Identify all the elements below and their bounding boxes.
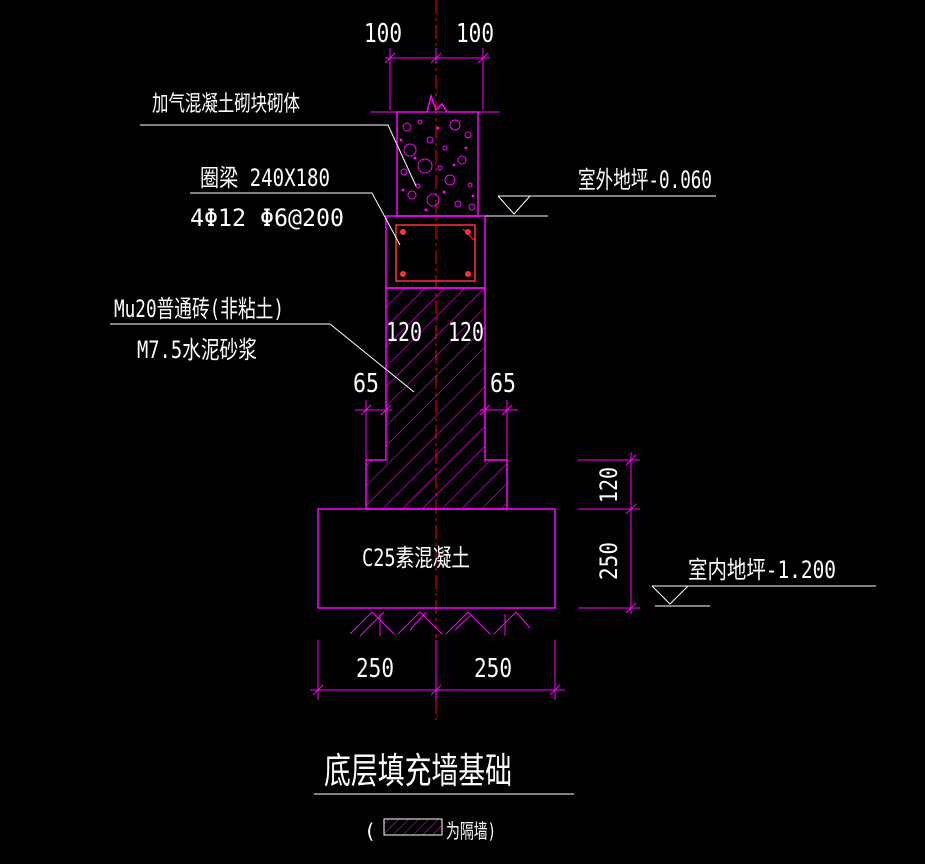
aerated-block-wall <box>370 93 500 217</box>
bottom-dimension <box>310 640 565 700</box>
top-dimension <box>384 48 490 110</box>
label-ring-beam: 圈梁 240X180 <box>200 164 330 192</box>
label-mortar: M7.5水泥砂浆 <box>137 336 257 364</box>
concrete-label: C25素混凝土 <box>362 544 470 572</box>
right-dimension <box>578 452 640 614</box>
dim-wall-left: 120 <box>386 318 422 348</box>
label-outdoor-level: 室外地坪-0.060 <box>578 166 712 194</box>
drawing-title: 底层填充墙基础 <box>324 751 512 792</box>
label-brick: Mu20普通砖(非粘土) <box>114 295 284 323</box>
leader-lines <box>110 124 417 393</box>
label-indoor-level: 室内地坪-1.200 <box>688 556 836 584</box>
dim-bottom-right: 250 <box>474 654 512 684</box>
dim-top-left: 100 <box>364 19 402 49</box>
soil-hatch <box>349 611 531 637</box>
indoor-level-marker <box>651 585 876 607</box>
outdoor-level-marker <box>485 195 716 217</box>
dim-step-right: 65 <box>490 369 516 399</box>
label-aerated-block: 加气混凝土砌块砌体 <box>152 92 300 117</box>
dim-step-left: 65 <box>353 369 379 399</box>
dim-wall-right: 120 <box>448 318 484 348</box>
dim-top-right: 100 <box>456 19 494 49</box>
concrete-footing <box>317 508 556 609</box>
label-ring-beam-rebar: 4Φ12 Φ6@200 <box>190 204 344 232</box>
dim-right-upper: 120 <box>595 467 623 503</box>
legend-open-paren: ( <box>364 819 376 843</box>
dim-bottom-left: 250 <box>356 654 394 684</box>
legend-text: 为隔墙) <box>446 819 496 843</box>
legend-hatch-swatch <box>383 818 443 836</box>
step-dimension <box>355 400 518 460</box>
dim-right-lower: 250 <box>595 542 623 580</box>
